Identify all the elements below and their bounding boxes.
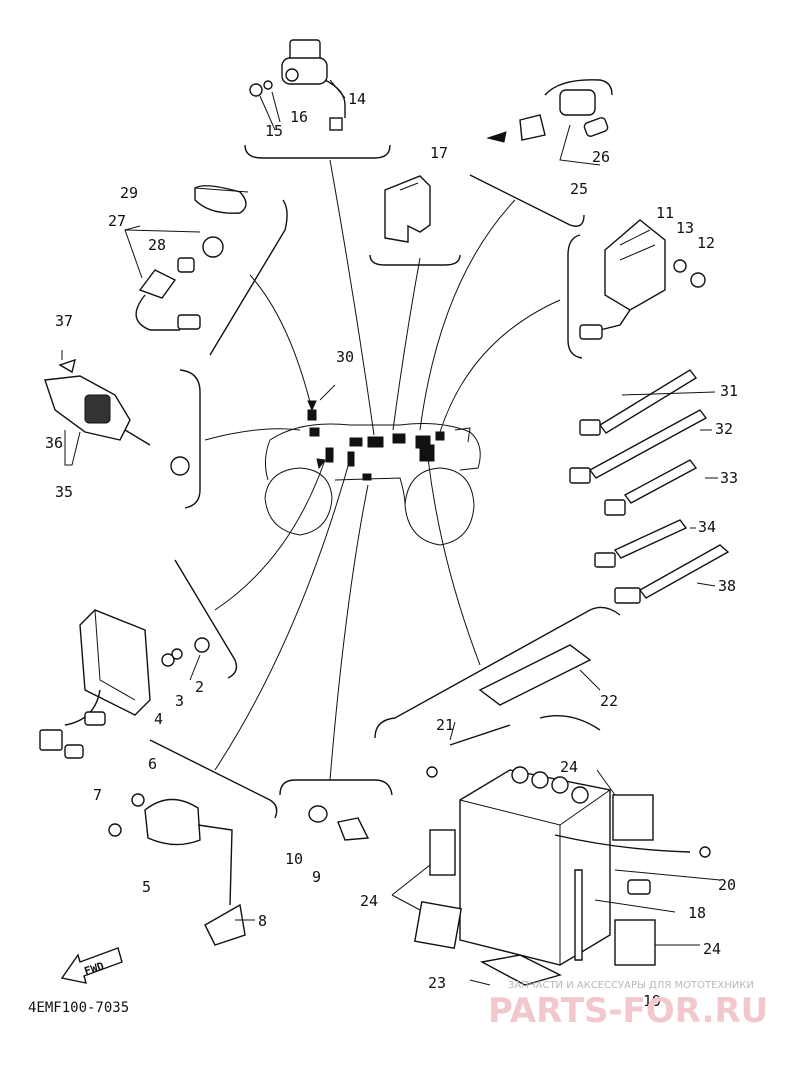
watermark-tagline: ЗАПЧАСТИ И АКСЕССУАРЫ ДЛЯ МОТОТЕХНИКИ [508, 980, 754, 991]
callout-37: 37 [55, 312, 73, 330]
callout-22: 22 [600, 692, 618, 710]
callout-2: 2 [195, 678, 204, 696]
callout-10: 10 [285, 850, 303, 868]
callout-13: 13 [676, 219, 694, 237]
cable-ties [569, 369, 730, 604]
section-brackets [149, 144, 621, 819]
callout-38: 38 [718, 577, 736, 595]
ignition-switch [44, 358, 190, 476]
callout-27: 27 [108, 212, 126, 230]
watermark-logo: PARTS-FOR.RU [488, 991, 768, 1031]
callout-8: 8 [258, 912, 267, 930]
callout-6: 6 [148, 755, 157, 773]
callout-3: 3 [175, 692, 184, 710]
callout-24-left: 24 [360, 892, 378, 910]
callout-34: 34 [698, 518, 716, 536]
fwd-label: FWD [83, 959, 106, 978]
callout-23: 23 [428, 974, 446, 992]
callout-35: 35 [55, 483, 73, 501]
callout-21: 21 [436, 716, 454, 734]
cap-17 [384, 175, 431, 243]
callout-14: 14 [348, 90, 366, 108]
callout-7: 7 [93, 786, 102, 804]
drawing-code: 4EMF100-7035 [28, 1000, 129, 1016]
callout-20: 20 [718, 876, 736, 894]
callout-11: 11 [656, 204, 674, 222]
callout-19: 19 [643, 992, 661, 1010]
callout-18: 18 [688, 904, 706, 922]
callout-29: 29 [120, 184, 138, 202]
battery [414, 644, 711, 986]
atv-outline [264, 384, 481, 546]
sensor-27 [135, 185, 247, 331]
rectifier-11 [579, 219, 706, 340]
callout-36: 36 [45, 434, 63, 452]
callout-30: 30 [336, 348, 354, 366]
ignition-coil [108, 793, 246, 946]
callout-5: 5 [142, 878, 151, 896]
callout-25: 25 [570, 180, 588, 198]
callout-4: 4 [154, 710, 163, 728]
leader-lines [204, 159, 561, 781]
callout-16: 16 [290, 108, 308, 126]
cdi-unit [39, 609, 210, 759]
callout-17: 17 [430, 144, 448, 162]
callout-leaders [61, 79, 721, 986]
switch-9 [308, 805, 370, 841]
callout-9: 9 [312, 868, 321, 886]
callout-31: 31 [720, 382, 738, 400]
callout-labels: 2 3 4 5 6 7 8 9 10 11 12 13 14 15 16 17 … [45, 90, 738, 1010]
callout-32: 32 [715, 420, 733, 438]
callout-15: 15 [265, 122, 283, 140]
callout-24-right: 24 [703, 940, 721, 958]
callout-33: 33 [720, 469, 738, 487]
callout-26: 26 [592, 148, 610, 166]
fwd-arrow-icon: FWD [60, 947, 123, 984]
callout-24-top: 24 [560, 758, 578, 776]
callout-28: 28 [148, 236, 166, 254]
starter-relay [249, 39, 346, 131]
coil-25 [486, 79, 613, 166]
watermark: ЗАПЧАСТИ И АКСЕССУАРЫ ДЛЯ МОТОТЕХНИКИ PA… [488, 980, 768, 1031]
callout-12: 12 [697, 234, 715, 252]
